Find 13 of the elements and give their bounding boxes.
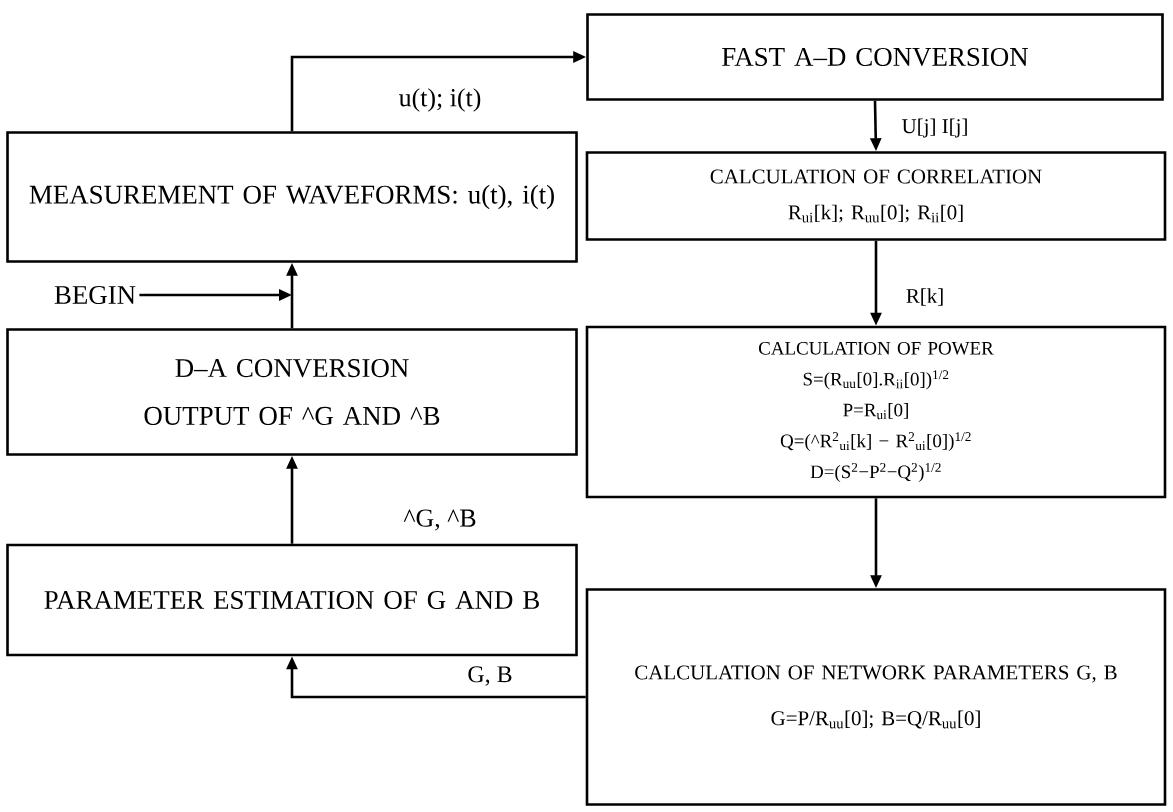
- process-box: CALCULATION OF NETWORK PARAMETERS G, B G=P/R$_{uu}$[0]; B=Q/R$_{uu}$[0]: [585, 588, 1167, 806]
- start-label: BEGIN: [54, 285, 136, 305]
- process-box: MEASUREMENT OF WAVEFORMS: u(t), i(t): [6, 131, 578, 263]
- edge-label: G, B: [466, 665, 514, 687]
- edge-label: U[j] I[j]: [900, 117, 970, 139]
- edge-label: ^G, ^B: [402, 508, 478, 532]
- process-box: CALCULATION OF POWER S=(R$_{uu}$[0].R$_{ii}$[0])$^{1/2}$ P=R$_{ui}$[0] Q=(^R$^{2}$$_{ui}$[k] − R$^{2}$$_{ui}$[0])$^{1/2}$ D=(S$^{2}$−P$^{2}$−Q$^{2}$)$^{1/2}$: [585, 325, 1167, 499]
- process-box: CALCULATION OF CORRELATION R$_{ui}$[k]; R$_{uu}$[0]; R$_{ii}$[0]: [585, 151, 1167, 241]
- edge-label: u(t); i(t): [397, 87, 483, 113]
- process-box: FAST A–D CONVERSION: [586, 13, 1164, 101]
- edge-label: R[k]: [904, 287, 946, 307]
- process-box: PARAMETER ESTIMATION OF G AND B: [6, 543, 578, 657]
- process-box: D–A CONVERSION OUTPUT OF ^G AND ^B: [6, 328, 578, 456]
